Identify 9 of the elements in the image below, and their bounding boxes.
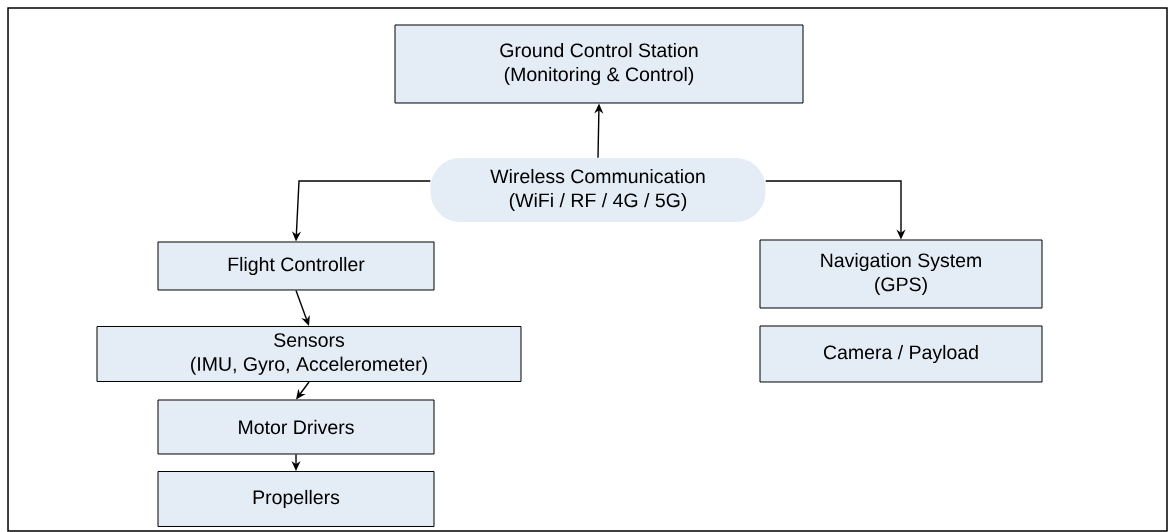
communication-bubble: Wireless Communication (WiFi / RF / 4G / 5G) bbox=[430, 158, 766, 222]
process-box: Flight Controller bbox=[157, 241, 435, 291]
process-box: Camera / Payload bbox=[759, 325, 1043, 383]
process-box: Propellers bbox=[157, 471, 435, 527]
process-box: Navigation System (GPS) bbox=[759, 239, 1043, 309]
arrow bbox=[295, 289, 310, 326]
process-box: Ground Control Station (Monitoring & Control) bbox=[394, 24, 804, 104]
process-box: Motor Drivers bbox=[157, 399, 435, 455]
process-box: Sensors (IMU, Gyro, Accelerometer) bbox=[96, 326, 522, 382]
